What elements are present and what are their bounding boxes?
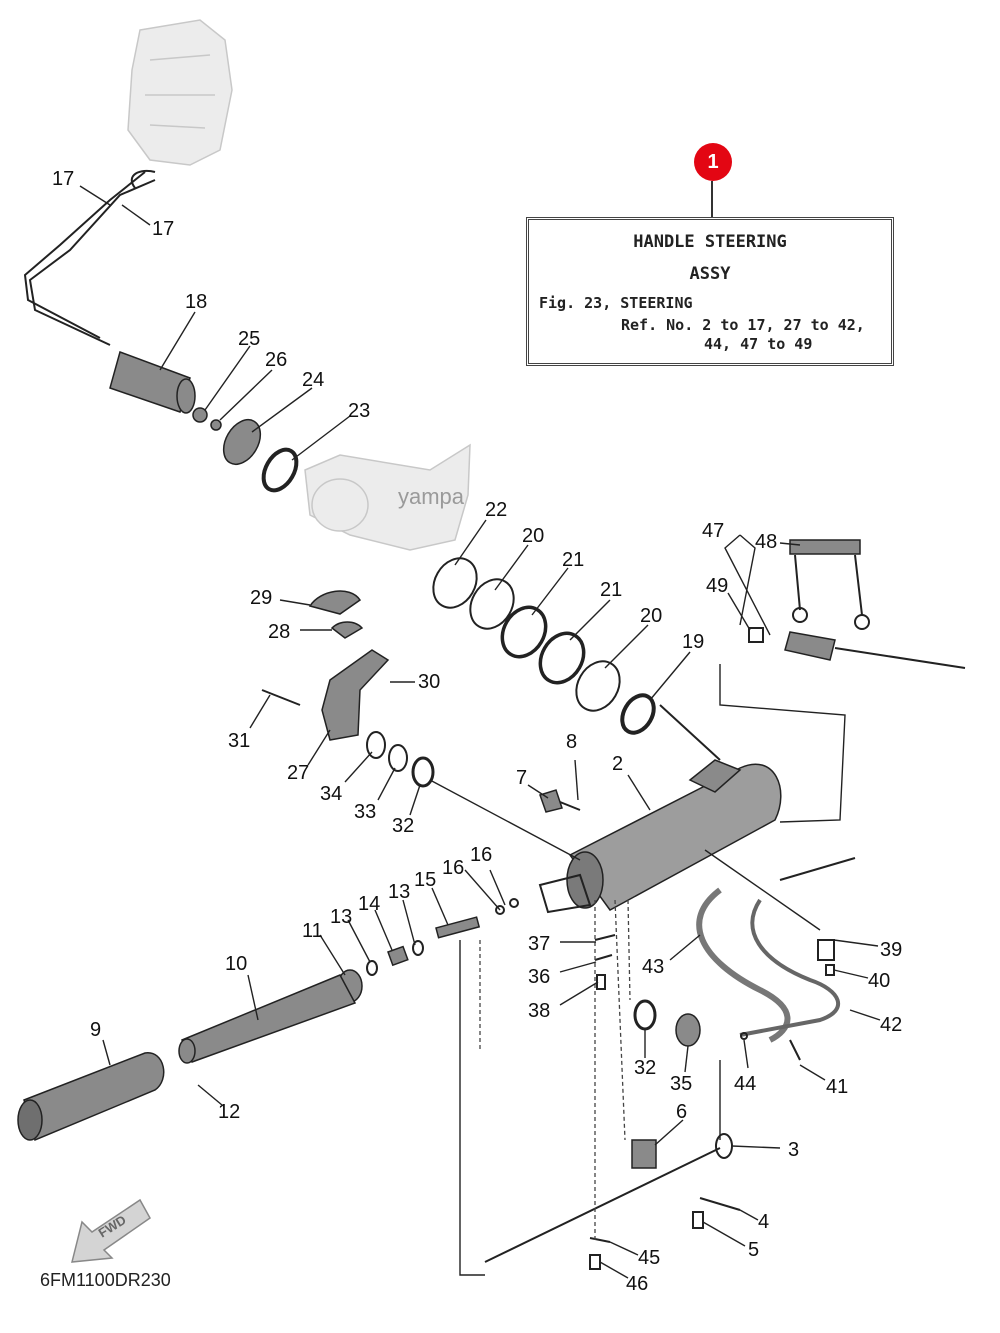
watermark-text: yampa — [398, 484, 465, 509]
callout-38: 38 — [528, 1000, 550, 1022]
callout-24: 24 — [302, 369, 324, 391]
callout-46: 46 — [626, 1273, 648, 1295]
callout-35: 35 — [670, 1073, 692, 1095]
callout-labels: 17 17 18 25 26 24 23 22 20 21 21 20 19 2… — [52, 168, 902, 1295]
callout-41: 41 — [826, 1076, 848, 1098]
badge-leader-line — [711, 181, 713, 217]
callout-9: 9 — [90, 1019, 101, 1041]
cables — [696, 857, 856, 1043]
stop-switch-assembly — [748, 539, 966, 669]
callout-48: 48 — [755, 531, 777, 553]
callout-23: 23 — [348, 400, 370, 422]
routing-lines — [459, 664, 846, 1276]
throttle-lever-27 — [261, 590, 390, 741]
lower-small-parts — [594, 934, 835, 1061]
grip-9 — [17, 1052, 165, 1142]
callout-47: 47 — [702, 520, 724, 542]
callout-29: 29 — [250, 587, 272, 609]
screw-7 — [539, 789, 581, 813]
callout-6: 6 — [676, 1101, 687, 1123]
callout-16a: 16 — [470, 844, 492, 866]
fwd-arrow-icon: FWD — [71, 1198, 151, 1263]
callout-17a: 17 — [52, 168, 74, 190]
info-box-ref-numbers-cont: 44, 47 to 49 — [704, 335, 813, 353]
callout-18: 18 — [185, 291, 207, 313]
callout-4: 4 — [758, 1211, 769, 1233]
assembly-info-box: HANDLE STEERING ASSY Fig. 23, STEERING R… — [526, 217, 894, 366]
callout-28: 28 — [268, 621, 290, 643]
callout-13a: 13 — [388, 881, 410, 903]
o-ring-stack — [432, 557, 656, 735]
callout-10: 10 — [225, 953, 247, 975]
callout-33: 33 — [354, 801, 376, 823]
ring-33 — [388, 744, 408, 772]
engine-ghost — [127, 19, 233, 166]
callout-17b: 17 — [152, 218, 174, 240]
callout-32a: 32 — [392, 815, 414, 837]
callout-37: 37 — [528, 933, 550, 955]
steering-handle-body-2 — [538, 704, 782, 914]
callout-2: 2 — [612, 753, 623, 775]
callout-7: 7 — [516, 767, 527, 789]
switch-18 — [109, 351, 196, 414]
drawing-code: 6FM1100DR230 — [40, 1270, 171, 1290]
adjust-parts-row — [337, 898, 519, 1003]
callout-44: 44 — [734, 1073, 756, 1095]
part-25 — [192, 407, 208, 423]
callout-14: 14 — [358, 893, 380, 915]
callout-34: 34 — [320, 783, 342, 805]
info-box-subtitle: ASSY — [689, 264, 731, 284]
callout-36: 36 — [528, 966, 550, 988]
callout-19: 19 — [682, 631, 704, 653]
callout-26: 26 — [265, 349, 287, 371]
callout-49: 49 — [706, 575, 728, 597]
callout-20b: 20 — [640, 605, 662, 627]
callout-32b: 32 — [634, 1057, 656, 1079]
callout-15: 15 — [414, 869, 436, 891]
plate-24 — [222, 418, 262, 466]
callout-31: 31 — [228, 730, 250, 752]
wire-harness-17 — [23, 169, 156, 346]
callout-22: 22 — [485, 499, 507, 521]
callout-42: 42 — [880, 1014, 902, 1036]
callout-21a: 21 — [562, 549, 584, 571]
info-box-title: HANDLE STEERING — [633, 232, 787, 252]
callout-16b: 16 — [442, 857, 464, 879]
callout-11: 11 — [302, 920, 323, 942]
callout-30: 30 — [418, 671, 440, 693]
info-box-ref-numbers: Ref. No. 2 to 17, 27 to 42, — [621, 316, 865, 334]
info-box-fig-ref: Fig. 23, STEERING — [539, 294, 693, 312]
shift-rod-parts — [484, 1133, 741, 1270]
callout-43: 43 — [642, 956, 664, 978]
callout-39: 39 — [880, 939, 902, 961]
callout-8: 8 — [566, 731, 577, 753]
callout-13b: 13 — [330, 906, 352, 928]
callout-40: 40 — [868, 970, 890, 992]
callout-27: 27 — [287, 762, 309, 784]
callout-25: 25 — [238, 328, 260, 350]
ring-34 — [366, 731, 386, 759]
callout-21b: 21 — [600, 579, 622, 601]
callout-12: 12 — [218, 1101, 240, 1123]
leader-lines — [79, 185, 881, 1279]
reference-badge: 1 — [694, 143, 732, 181]
callout-20a: 20 — [522, 525, 544, 547]
bracket-ghost — [304, 443, 471, 551]
callout-3: 3 — [788, 1139, 799, 1161]
callout-5: 5 — [748, 1239, 759, 1261]
ring-32a — [411, 756, 435, 788]
seal-23 — [261, 447, 299, 493]
throttle-shaft-10 — [178, 974, 357, 1064]
part-26 — [210, 419, 222, 431]
callout-45: 45 — [638, 1247, 660, 1269]
